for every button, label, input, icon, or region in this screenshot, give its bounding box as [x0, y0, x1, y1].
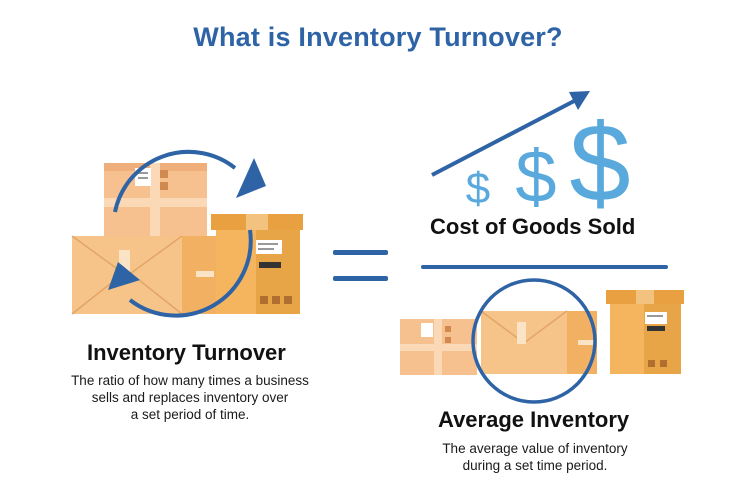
- left-description: The ratio of how many times a business s…: [52, 372, 328, 423]
- denominator-heading: Average Inventory: [438, 407, 629, 433]
- right-box-row: [400, 280, 684, 402]
- numerator-label: Cost of Goods Sold: [430, 214, 635, 240]
- dollar-icon-small: $: [466, 164, 490, 213]
- small-box-icon: [400, 319, 477, 375]
- left-heading: Inventory Turnover: [87, 340, 286, 366]
- large-box-icon: [72, 236, 216, 314]
- dollar-icon-medium: $: [515, 135, 556, 218]
- left-description-line: a set period of time.: [52, 406, 328, 423]
- dollar-icon-large: $: [569, 102, 630, 225]
- envelope-box-icon: [481, 311, 597, 374]
- right-description-line: during a set time period.: [420, 457, 650, 474]
- left-description-line: The ratio of how many times a business: [52, 372, 328, 389]
- equals-icon: [333, 250, 388, 281]
- cycle-arrowhead-top: [236, 158, 266, 198]
- left-description-line: sells and replaces inventory over: [52, 389, 328, 406]
- open-box-icon: [606, 290, 684, 374]
- right-description-line: The average value of inventory: [420, 440, 650, 457]
- fraction-bar: [421, 265, 668, 269]
- growth-arrow-icon: [432, 91, 590, 175]
- right-description: The average value of inventory during a …: [420, 440, 650, 474]
- left-box-stack: [72, 152, 303, 316]
